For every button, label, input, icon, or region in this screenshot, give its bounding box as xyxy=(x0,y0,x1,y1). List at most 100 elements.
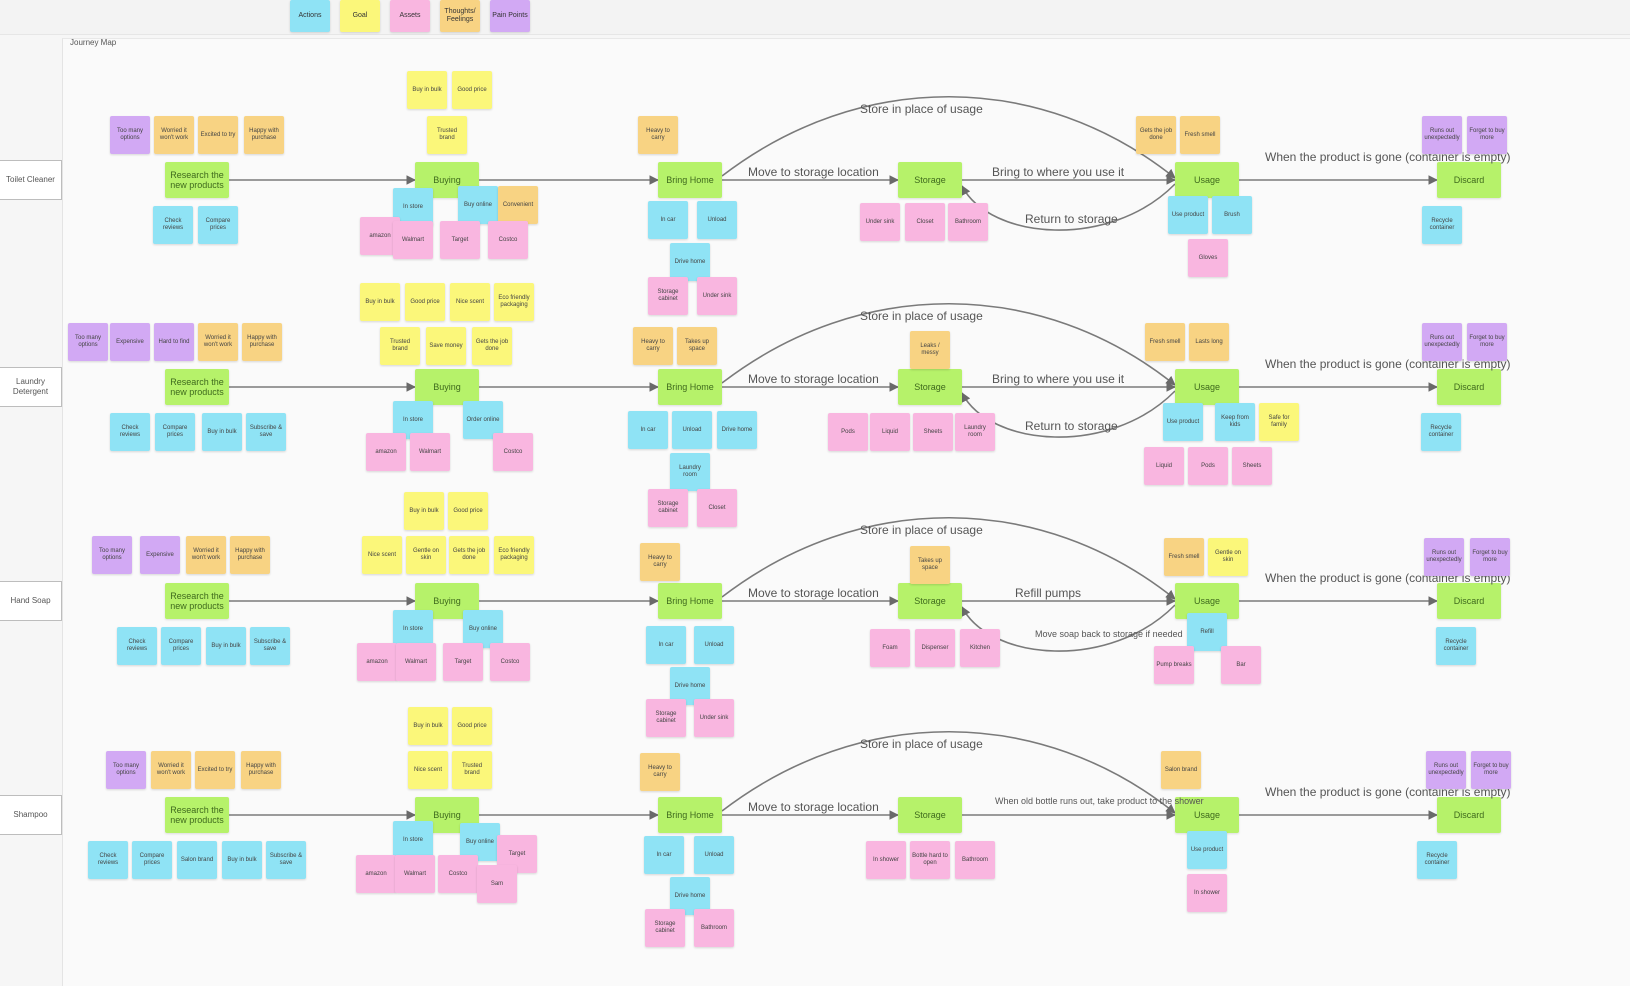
sticky-note-orange[interactable]: Leaks / messy xyxy=(910,331,950,369)
sticky-note-blue[interactable]: Recycle container xyxy=(1436,627,1476,665)
sticky-note-orange[interactable]: Happy with purchase xyxy=(241,751,281,789)
sticky-note-yellow[interactable]: Gets the job done xyxy=(449,536,489,574)
sticky-note-pink[interactable]: Walmart xyxy=(410,433,450,471)
legend-note-yellow[interactable]: Goal xyxy=(340,0,380,32)
sticky-note-blue[interactable]: Compare prices xyxy=(198,206,238,244)
sticky-note-pink[interactable]: Liquid xyxy=(870,413,910,451)
sticky-note-orange[interactable]: Happy with purchase xyxy=(230,536,270,574)
sticky-note-blue[interactable]: Unload xyxy=(694,836,734,874)
sticky-note-pink[interactable]: Foam xyxy=(870,629,910,667)
stage-node[interactable]: Bring Home xyxy=(658,369,722,405)
sticky-note-orange[interactable]: Worried it won't work xyxy=(198,323,238,361)
sticky-note-orange[interactable]: Fresh smell xyxy=(1180,116,1220,154)
sticky-note-purple[interactable]: Forget to buy more xyxy=(1467,116,1507,154)
sticky-note-yellow[interactable]: Gentle on skin xyxy=(406,536,446,574)
sticky-note-yellow[interactable]: Eco friendly packaging xyxy=(494,283,534,321)
sticky-note-purple[interactable]: Runs out unexpectedly xyxy=(1422,116,1462,154)
sticky-note-pink[interactable]: Under sink xyxy=(694,699,734,737)
sticky-note-purple[interactable]: Runs out unexpectedly xyxy=(1424,538,1464,576)
stage-node[interactable]: Storage xyxy=(898,797,962,833)
sticky-note-yellow[interactable]: Gentle on skin xyxy=(1208,538,1248,576)
sticky-note-pink[interactable]: Storage cabinet xyxy=(645,909,685,947)
stage-node[interactable]: Discard xyxy=(1437,797,1501,833)
sticky-note-pink[interactable]: Bathroom xyxy=(694,909,734,947)
legend-note-purple[interactable]: Pain Points xyxy=(490,0,530,32)
sticky-note-pink[interactable]: amazon xyxy=(356,855,396,893)
sticky-note-pink[interactable]: Walmart xyxy=(393,221,433,259)
sticky-note-yellow[interactable]: Trusted brand xyxy=(380,327,420,365)
sticky-note-yellow[interactable]: Eco friendly packaging xyxy=(494,536,534,574)
sticky-note-yellow[interactable]: Gets the job done xyxy=(472,327,512,365)
sticky-note-blue[interactable]: Subscribe & save xyxy=(246,413,286,451)
sticky-note-pink[interactable]: Storage cabinet xyxy=(646,699,686,737)
sticky-note-pink[interactable]: Bottle hard to open xyxy=(910,841,950,879)
sticky-note-blue[interactable]: Drive home xyxy=(717,411,757,449)
sticky-note-pink[interactable]: Walmart xyxy=(395,855,435,893)
sticky-note-orange[interactable]: Heavy to carry xyxy=(640,753,680,791)
sticky-note-blue[interactable]: Unload xyxy=(672,411,712,449)
sticky-note-yellow[interactable]: Nice scent xyxy=(408,751,448,789)
stage-node[interactable]: Usage xyxy=(1175,162,1239,198)
sticky-note-orange[interactable]: Gets the job done xyxy=(1136,116,1176,154)
sticky-note-blue[interactable]: In car xyxy=(628,411,668,449)
sticky-note-blue[interactable]: Use product xyxy=(1163,403,1203,441)
sticky-note-orange[interactable]: Lasts long xyxy=(1189,323,1229,361)
sticky-note-purple[interactable]: Hard to find xyxy=(154,323,194,361)
sticky-note-pink[interactable]: amazon xyxy=(357,643,397,681)
sticky-note-pink[interactable]: Walmart xyxy=(396,643,436,681)
sticky-note-blue[interactable]: Buy in bulk xyxy=(202,413,242,451)
sticky-note-pink[interactable]: Laundry room xyxy=(955,413,995,451)
sticky-note-purple[interactable]: Forget to buy more xyxy=(1470,538,1510,576)
sticky-note-purple[interactable]: Expensive xyxy=(110,323,150,361)
sticky-note-blue[interactable]: Recycle container xyxy=(1417,841,1457,879)
sticky-note-yellow[interactable]: Nice scent xyxy=(362,536,402,574)
sticky-note-pink[interactable]: Costco xyxy=(488,221,528,259)
sticky-note-pink[interactable]: Closet xyxy=(697,489,737,527)
sticky-note-blue[interactable]: Order online xyxy=(463,401,503,439)
legend-note-pink[interactable]: Assets xyxy=(390,0,430,32)
sticky-note-pink[interactable]: In shower xyxy=(1187,874,1227,912)
sticky-note-pink[interactable]: Sam xyxy=(477,865,517,903)
sticky-note-orange[interactable]: Takes up space xyxy=(910,546,950,584)
stage-node[interactable]: Research the new products xyxy=(165,797,229,833)
sticky-note-blue[interactable]: Unload xyxy=(694,626,734,664)
sticky-note-orange[interactable]: Fresh smell xyxy=(1145,323,1185,361)
sticky-note-pink[interactable]: Pods xyxy=(1188,447,1228,485)
sticky-note-pink[interactable]: Liquid xyxy=(1144,447,1184,485)
sticky-note-blue[interactable]: Unload xyxy=(697,201,737,239)
sticky-note-purple[interactable]: Too many options xyxy=(110,116,150,154)
sticky-note-pink[interactable]: Pump breaks xyxy=(1154,646,1194,684)
stage-node[interactable]: Discard xyxy=(1437,162,1501,198)
sticky-note-pink[interactable]: Target xyxy=(443,643,483,681)
sticky-note-orange[interactable]: Salon brand xyxy=(1161,751,1201,789)
sticky-note-orange[interactable]: Fresh smell xyxy=(1164,538,1204,576)
sticky-note-pink[interactable]: Gloves xyxy=(1188,239,1228,277)
sticky-note-yellow[interactable]: Good price xyxy=(452,707,492,745)
sticky-note-blue[interactable]: In store xyxy=(393,610,433,648)
sticky-note-orange[interactable]: Heavy to carry xyxy=(640,543,680,581)
sticky-note-blue[interactable]: In car xyxy=(646,626,686,664)
sticky-note-blue[interactable]: Refill xyxy=(1187,613,1227,651)
sticky-note-blue[interactable]: Use product xyxy=(1168,196,1208,234)
legend-note-orange[interactable]: Thoughts/ Feelings xyxy=(440,0,480,32)
sticky-note-blue[interactable]: Buy in bulk xyxy=(206,627,246,665)
sticky-note-purple[interactable]: Too many options xyxy=(106,751,146,789)
stage-node[interactable]: Usage xyxy=(1175,797,1239,833)
sticky-note-pink[interactable]: Bar xyxy=(1221,646,1261,684)
sticky-note-blue[interactable]: Check reviews xyxy=(153,206,193,244)
sticky-note-purple[interactable]: Runs out unexpectedly xyxy=(1426,751,1466,789)
sticky-note-purple[interactable]: Expensive xyxy=(140,536,180,574)
sticky-note-blue[interactable]: Check reviews xyxy=(88,841,128,879)
sticky-note-blue[interactable]: Brush xyxy=(1212,196,1252,234)
sticky-note-blue[interactable]: Subscribe & save xyxy=(266,841,306,879)
sticky-note-yellow[interactable]: Buy in bulk xyxy=(404,492,444,530)
sticky-note-blue[interactable]: Subscribe & save xyxy=(250,627,290,665)
sticky-note-blue[interactable]: Compare prices xyxy=(132,841,172,879)
sticky-note-pink[interactable]: Closet xyxy=(905,203,945,241)
sticky-note-pink[interactable]: Sheets xyxy=(1232,447,1272,485)
sticky-note-blue[interactable]: Use product xyxy=(1187,831,1227,869)
stage-node[interactable]: Research the new products xyxy=(165,162,229,198)
sticky-note-pink[interactable]: Kitchen xyxy=(960,629,1000,667)
sticky-note-blue[interactable]: In car xyxy=(648,201,688,239)
sticky-note-pink[interactable]: In shower xyxy=(866,841,906,879)
